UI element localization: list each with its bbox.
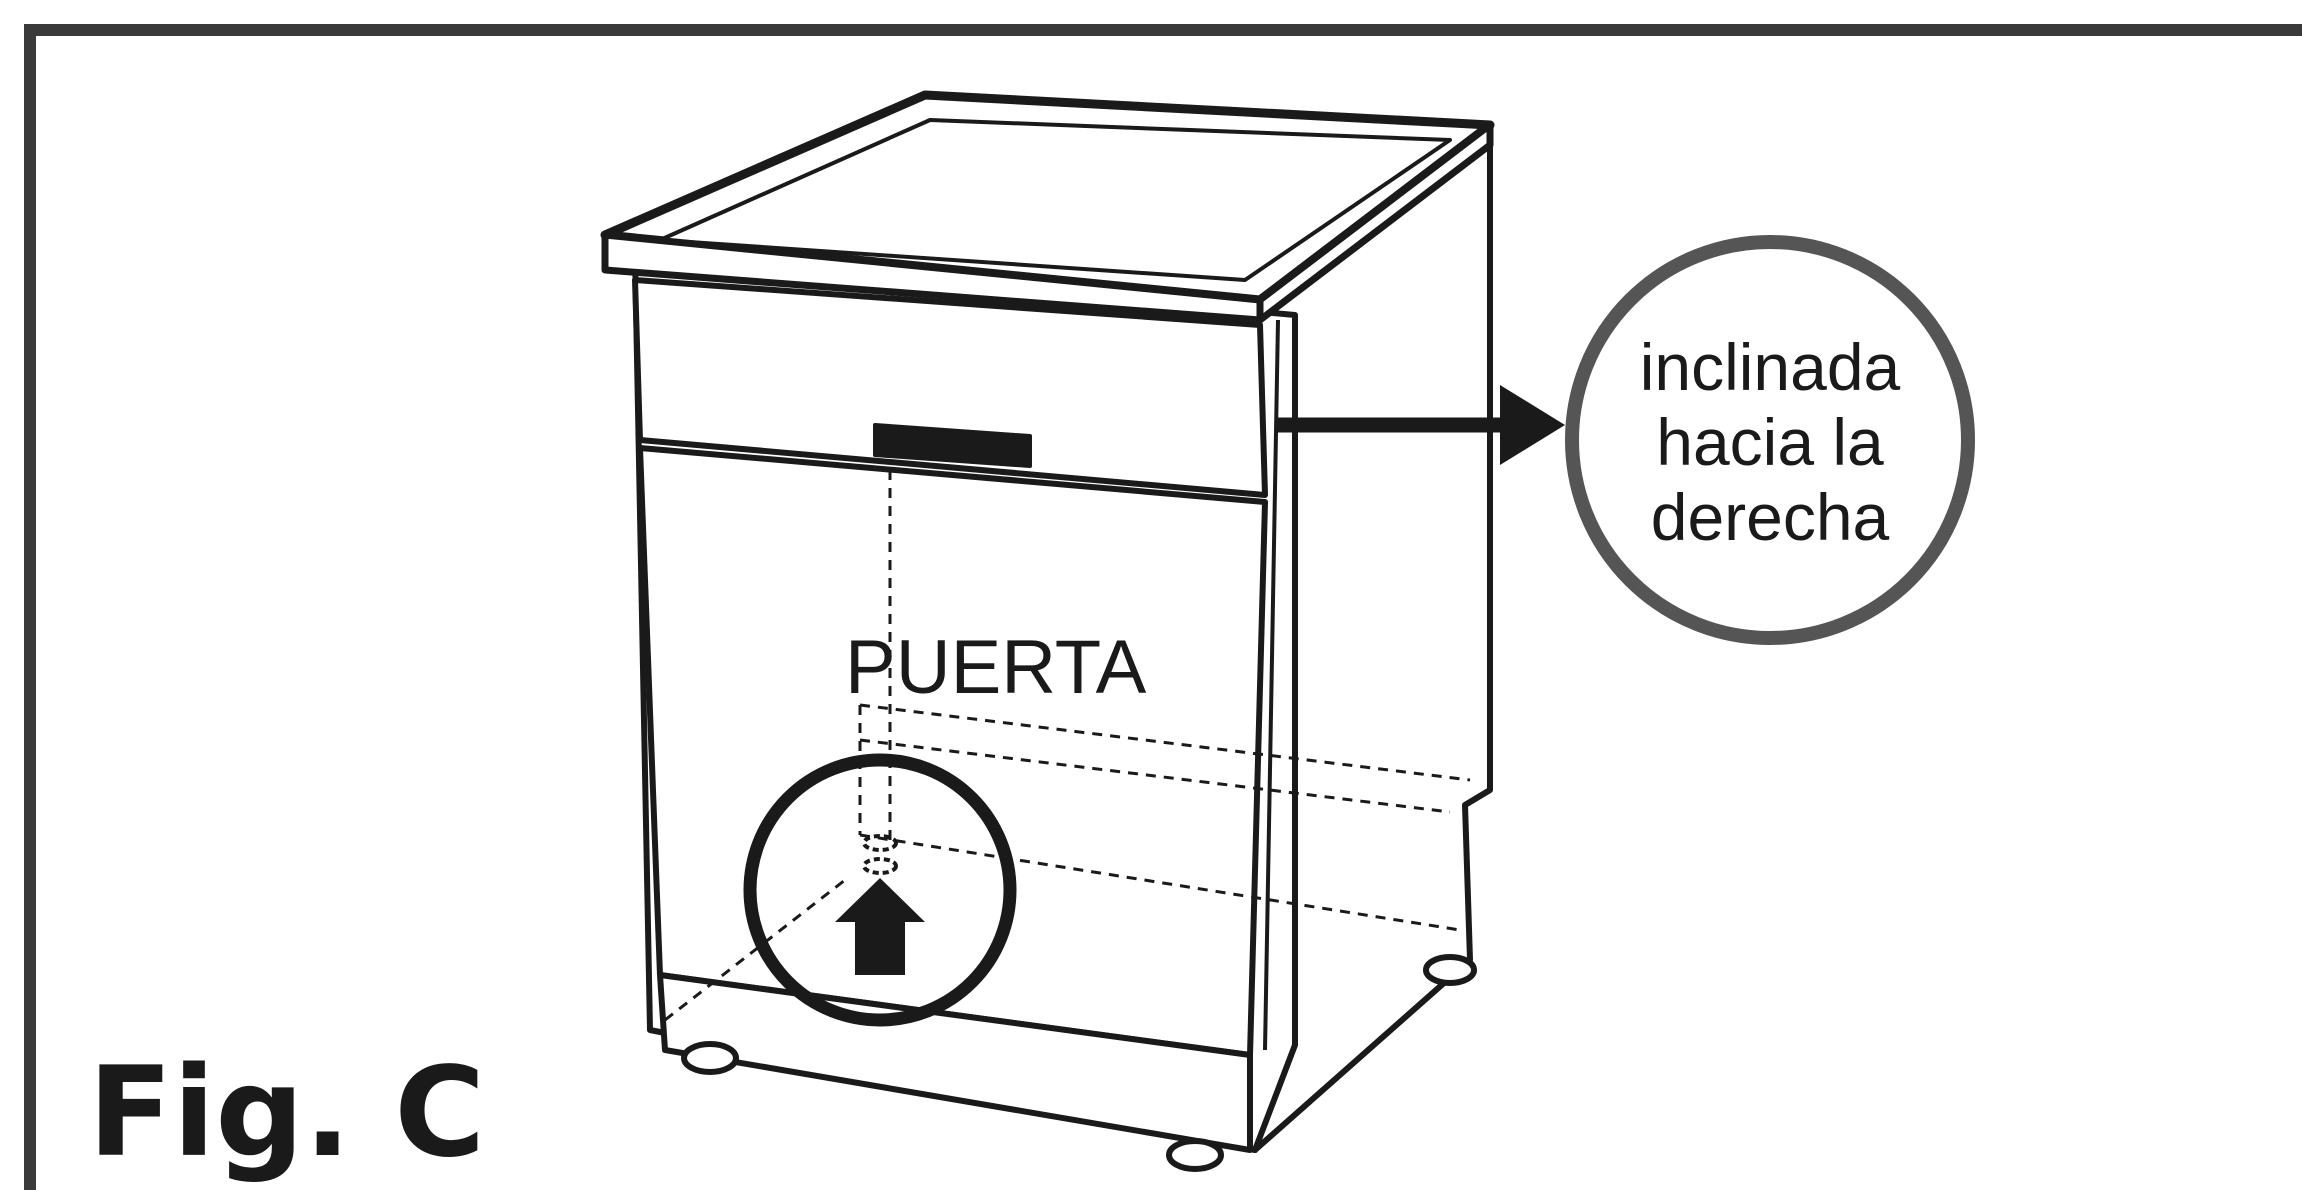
leveling-foot-detail bbox=[862, 834, 898, 875]
door-edge-line bbox=[1263, 319, 1280, 1051]
foot-highlight-circle bbox=[743, 753, 1017, 1027]
door-handle bbox=[873, 423, 1032, 468]
right-arrow-icon bbox=[1275, 385, 1565, 465]
up-arrow-icon bbox=[835, 878, 925, 975]
callout-line-3: derecha bbox=[1651, 480, 1890, 554]
door-label: PUERTA bbox=[845, 625, 1147, 710]
callout-line-2: hacia la bbox=[1656, 405, 1884, 479]
dishwasher bbox=[600, 90, 1495, 1172]
hidden-lines bbox=[664, 470, 1471, 1022]
callout-circle bbox=[1565, 235, 1975, 645]
control-panel bbox=[632, 277, 1268, 498]
callout-line-1: inclinada bbox=[1640, 330, 1901, 404]
foot-right bbox=[1423, 954, 1477, 986]
countertop-inner bbox=[658, 118, 1452, 282]
figure-caption: Fig. C bbox=[88, 1041, 485, 1185]
foot-left bbox=[681, 1041, 739, 1075]
figure-frame bbox=[24, 24, 2302, 1190]
countertop-side-edge bbox=[1256, 121, 1494, 324]
foot-front bbox=[1166, 1138, 1224, 1172]
base-plate bbox=[657, 972, 1253, 1153]
